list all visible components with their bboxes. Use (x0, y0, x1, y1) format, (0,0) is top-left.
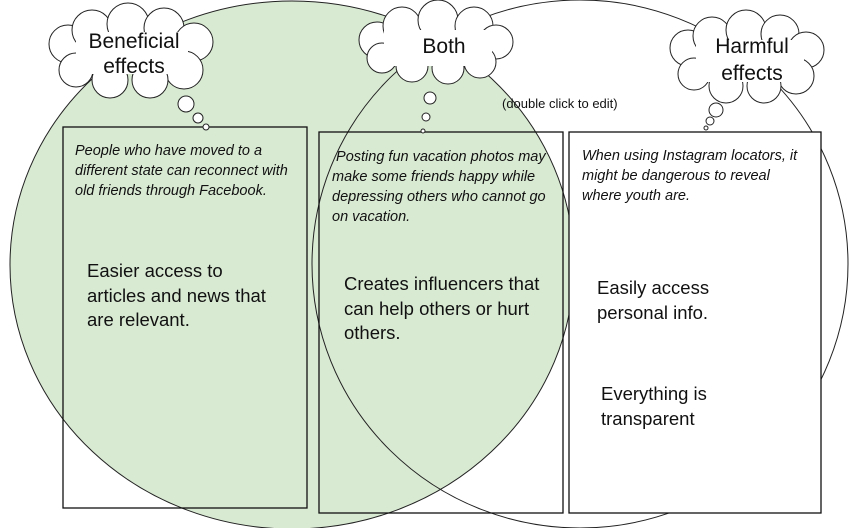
harmful-item-2[interactable]: Everything is transparent (601, 383, 707, 429)
harmful-box[interactable] (568, 131, 822, 514)
harmful-thought-cloud[interactable]: Harmful effects (669, 9, 825, 131)
harmful-item-1[interactable]: Easily access personal info. (597, 277, 710, 323)
harmful-circle[interactable] (311, 0, 849, 528)
both-thought-cloud[interactable]: Both (358, 0, 514, 134)
both-example[interactable]: Posting fun vacation photos may make som… (332, 149, 550, 225)
edit-hint[interactable]: (double click to edit) (502, 96, 618, 111)
beneficial-box[interactable] (62, 126, 308, 509)
both-cloud-label: Both (422, 35, 465, 58)
beneficial-cloud-line-2: effects (103, 55, 164, 78)
both-item-1[interactable]: Creates influencers that can help others… (344, 273, 540, 343)
beneficial-cloud-line-1: Beneficial (88, 30, 179, 53)
beneficial-example[interactable]: People who have moved to a different sta… (75, 143, 288, 199)
beneficial-thought-cloud[interactable]: Beneficial effects (48, 2, 214, 131)
harmful-example[interactable]: When using Instagram locators, it might … (582, 148, 798, 204)
beneficial-item-1[interactable]: Easier access to articles and news that … (87, 260, 266, 330)
both-box[interactable] (318, 131, 564, 514)
harmful-cloud-line-1: Harmful (715, 35, 789, 58)
harmful-cloud-line-2: effects (721, 62, 782, 85)
